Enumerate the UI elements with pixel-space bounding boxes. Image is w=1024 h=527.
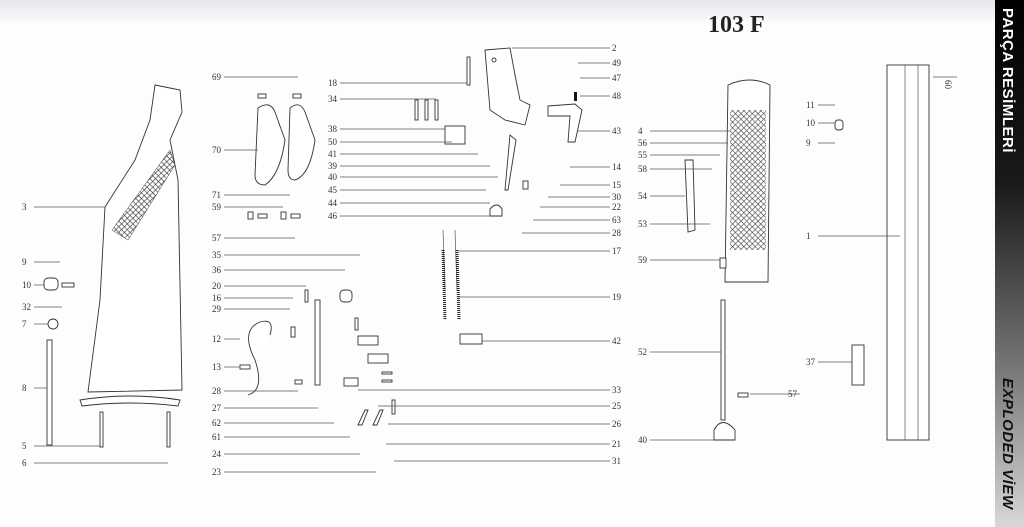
part-number-label: 39 <box>328 161 338 171</box>
side-banner: PARÇA RESİMLERİ EXPLODED VİEW <box>995 0 1024 527</box>
part-number-label: 40 <box>328 172 338 182</box>
side-title-english: EXPLODED VİEW <box>999 378 1016 510</box>
part-number-label: 2 <box>612 43 617 53</box>
part-number-label: 27 <box>212 403 222 413</box>
part-number-label: 32 <box>22 302 31 312</box>
part-number-label: 59 <box>212 202 222 212</box>
part-number-label: 40 <box>638 435 648 445</box>
part-number-label: 1 <box>806 231 811 241</box>
part-number-label: 9 <box>806 138 811 148</box>
part-number-label: 25 <box>612 401 622 411</box>
part-number-label: 15 <box>612 180 622 190</box>
part-number-label: 30 <box>612 192 622 202</box>
part-number-label: 45 <box>328 185 338 195</box>
part-number-label: 38 <box>328 124 338 134</box>
part-number-label: 47 <box>612 73 622 83</box>
exploded-diagram: 3910327856697071595735362016291213282762… <box>22 43 957 477</box>
part-number-label: 57 <box>788 389 798 399</box>
part-number-label: 37 <box>806 357 816 367</box>
part-number-label: 59 <box>638 255 648 265</box>
part-number-label: 48 <box>612 91 622 101</box>
stock-part <box>43 84 183 448</box>
part-number-label: 28 <box>212 386 222 396</box>
part-number-label: 61 <box>212 432 221 442</box>
part-number-label: 7 <box>22 319 27 329</box>
part-number-label: 5 <box>22 441 27 451</box>
part-number-label: 34 <box>328 94 338 104</box>
part-number-label: 16 <box>212 293 222 303</box>
part-number-label: 8 <box>22 383 27 393</box>
part-number-label: 52 <box>638 347 647 357</box>
receiver-part <box>414 47 583 217</box>
barrel-part <box>834 64 930 441</box>
part-number-label: 69 <box>212 72 222 82</box>
part-number-label: 31 <box>612 456 621 466</box>
part-number-label: 18 <box>328 78 338 88</box>
part-number-label: 13 <box>212 362 222 372</box>
part-number-label: 53 <box>638 219 648 229</box>
part-number-label: 44 <box>328 198 338 208</box>
part-number-label: 11 <box>806 100 815 110</box>
top-band <box>0 0 996 22</box>
part-number-label: 58 <box>638 164 648 174</box>
part-number-label: 24 <box>212 449 222 459</box>
part-number-label: 9 <box>22 257 27 267</box>
part-number-label: 57 <box>212 233 222 243</box>
part-number-label: 10 <box>22 280 32 290</box>
part-number-label: 50 <box>328 137 338 147</box>
part-number-label: 41 <box>328 149 337 159</box>
part-number-label: 26 <box>612 419 622 429</box>
part-number-label: 56 <box>638 138 648 148</box>
part-number-label: 70 <box>212 145 222 155</box>
trigger-group <box>239 229 483 426</box>
part-number-label: 62 <box>212 418 221 428</box>
part-number-label: 33 <box>612 385 622 395</box>
part-number-label: 28 <box>612 228 622 238</box>
part-number-label: 29 <box>212 304 222 314</box>
part-number-label: 63 <box>612 215 622 225</box>
part-number-label: 17 <box>612 246 622 256</box>
part-number-label: 71 <box>212 190 221 200</box>
part-number-label: 19 <box>612 292 622 302</box>
part-number-label: 46 <box>328 211 338 221</box>
side-plates <box>247 93 316 220</box>
forend-part <box>684 79 771 441</box>
side-title-turkish: PARÇA RESİMLERİ <box>999 8 1016 154</box>
part-number-label: 14 <box>612 162 622 172</box>
part-number-label: 21 <box>612 439 621 449</box>
part-number-label: 43 <box>612 126 622 136</box>
part-number-label: 60 <box>943 80 953 90</box>
part-number-label: 35 <box>212 250 222 260</box>
part-number-label: 12 <box>212 334 221 344</box>
part-number-label: 23 <box>212 467 222 477</box>
part-number-label: 49 <box>612 58 622 68</box>
model-title: 103 F <box>708 12 765 38</box>
part-number-label: 4 <box>638 126 643 136</box>
part-number-label: 36 <box>212 265 222 275</box>
part-number-label: 3 <box>22 202 27 212</box>
part-number-label: 54 <box>638 191 648 201</box>
part-number-label: 42 <box>612 336 621 346</box>
part-number-label: 6 <box>22 458 27 468</box>
part-number-label: 22 <box>612 202 621 212</box>
part-number-label: 20 <box>212 281 222 291</box>
part-number-label: 10 <box>806 118 816 128</box>
part-number-label: 55 <box>638 150 648 160</box>
